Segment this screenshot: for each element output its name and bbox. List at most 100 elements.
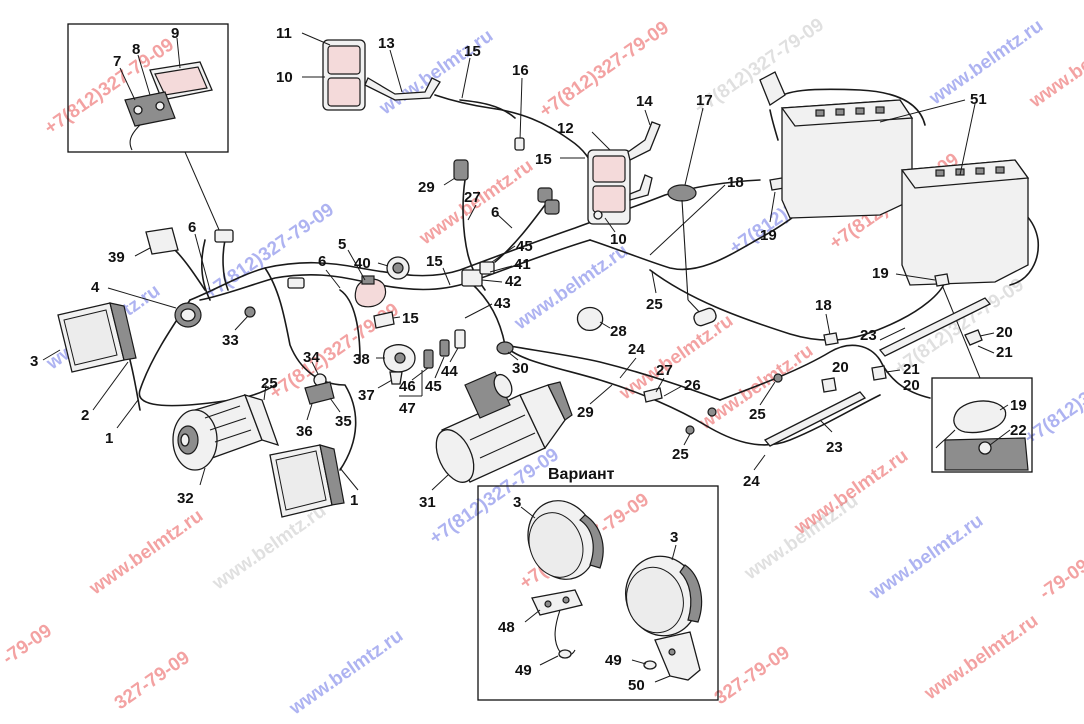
callout-49: 49: [515, 662, 532, 679]
callout-31: 31: [419, 494, 436, 511]
sensor-45: [439, 339, 450, 357]
callout-45: 45: [425, 378, 442, 395]
headlight-lower-lens: [275, 450, 327, 511]
terminal-30: [496, 341, 514, 355]
callout-22: 22: [1010, 422, 1027, 439]
callout-40: 40: [354, 255, 371, 272]
fuel-level-sensor: 17 18 19: [649, 92, 785, 327]
inset-frame: [67, 23, 229, 153]
plate-lamp-bracket: [124, 91, 176, 127]
callout-17: 17: [696, 92, 713, 109]
rear-light-bracket: [627, 121, 661, 161]
sensor-float: [693, 307, 717, 327]
watermark-phone: 327-79-09: [111, 647, 194, 714]
callout-3: 3: [670, 529, 678, 546]
connector-41-42: [461, 269, 483, 287]
callout-11: 11: [276, 25, 292, 42]
callout-25: 25: [672, 446, 689, 463]
connector-29: [453, 159, 469, 181]
connector-6-left: 6 6: [188, 219, 341, 291]
watermark-phone: +7(812)327-79-09: [1021, 344, 1084, 449]
callout-2: 2: [81, 407, 89, 424]
connector-6-mid: [287, 277, 305, 289]
headlight-lower: 1: [269, 444, 359, 518]
rear-light-unit: 12 15 14 10: [535, 93, 661, 248]
harness-clip: [643, 387, 663, 403]
harness-channel-lower: [763, 391, 867, 447]
callout-50: 50: [628, 677, 645, 694]
harness-channel-upper: [878, 297, 992, 357]
callout-43: 43: [494, 295, 511, 312]
callout-6: 6: [318, 253, 326, 270]
watermark-site: www.belmtz.ru: [285, 625, 407, 719]
ground-bolt: [978, 441, 992, 455]
switch-cluster-44-47: 46 47 45 44: [399, 329, 466, 417]
tail-light-lens-top: [327, 45, 361, 75]
connector-6-body: [214, 229, 234, 243]
callout-24: 24: [743, 473, 760, 490]
callout-25: 25: [261, 375, 278, 392]
connector-45: [479, 261, 495, 275]
right-clips: 18 19 20 21 20 21 20: [815, 265, 1013, 394]
variant-title: Вариант: [548, 466, 615, 483]
callout-15: 15: [426, 253, 443, 270]
harness-clip: [773, 373, 783, 383]
callout-51: 51: [970, 91, 987, 108]
terminals-28-30: 30 28: [496, 306, 627, 377]
callout-20: 20: [903, 377, 920, 394]
callout-10: 10: [276, 69, 293, 86]
callout-10: 10: [610, 231, 627, 248]
callout-47: 47: [399, 400, 416, 417]
callout-25: 25: [646, 296, 663, 313]
tail-light-upper: 11 10 13 15 16: [276, 25, 529, 151]
callout-13: 13: [378, 35, 395, 52]
battery-cap: [975, 167, 985, 175]
callout-42: 42: [505, 273, 522, 290]
callout-9: 9: [171, 25, 179, 42]
callout-14: 14: [636, 93, 653, 110]
lamp-socket: [593, 210, 603, 220]
callout-23: 23: [860, 327, 877, 344]
horn: 4: [91, 279, 202, 328]
callout-19: 19: [760, 227, 777, 244]
batteries: 51: [759, 71, 1030, 286]
watermark-site: www.belmtz.ru: [208, 500, 330, 594]
callout-29: 29: [577, 404, 594, 421]
callout-1: 1: [105, 430, 113, 447]
callout-3: 3: [513, 494, 521, 511]
callout-27: 27: [464, 189, 481, 206]
callout-35: 35: [335, 413, 352, 430]
channel-clip: [871, 365, 887, 381]
harness-clip: [821, 377, 837, 393]
harness-clip: [685, 425, 695, 435]
rear-harness-labels: 24 27 26 29 25 25 24 25: [577, 271, 783, 490]
work-lamp-1-bracket: [531, 589, 583, 616]
connector-39: 39: [108, 227, 179, 266]
connector-block: [145, 227, 179, 255]
harness-channels: 23 23: [763, 297, 992, 456]
callout-21: 21: [996, 344, 1013, 361]
sensor-5-40: 5 40 15: [338, 236, 419, 329]
wire-terminal: [558, 649, 572, 659]
callout-18: 18: [815, 297, 832, 314]
channel-clip: [964, 329, 983, 346]
sensor-flange: [667, 184, 697, 202]
inset-ground-terminal: 19 22: [931, 279, 1033, 473]
connector-plug: [544, 199, 560, 215]
starter-end: [435, 429, 475, 483]
callout-4: 4: [91, 279, 100, 296]
sensor-37-38: 38 37: [353, 344, 416, 404]
callout-24: 24: [628, 341, 645, 358]
harness-clip: [823, 332, 839, 346]
callout-30: 30: [512, 360, 529, 377]
ground-terminal: [934, 273, 950, 287]
switch-body: [304, 381, 335, 405]
callout-45: 45: [516, 238, 533, 255]
callout-5: 5: [338, 236, 346, 253]
wire-connector: [514, 137, 525, 151]
callout-44: 44: [441, 363, 458, 380]
headlight-left-lens: [63, 309, 118, 366]
bracket-bolt: [133, 105, 143, 115]
sensor-46: [423, 349, 434, 369]
